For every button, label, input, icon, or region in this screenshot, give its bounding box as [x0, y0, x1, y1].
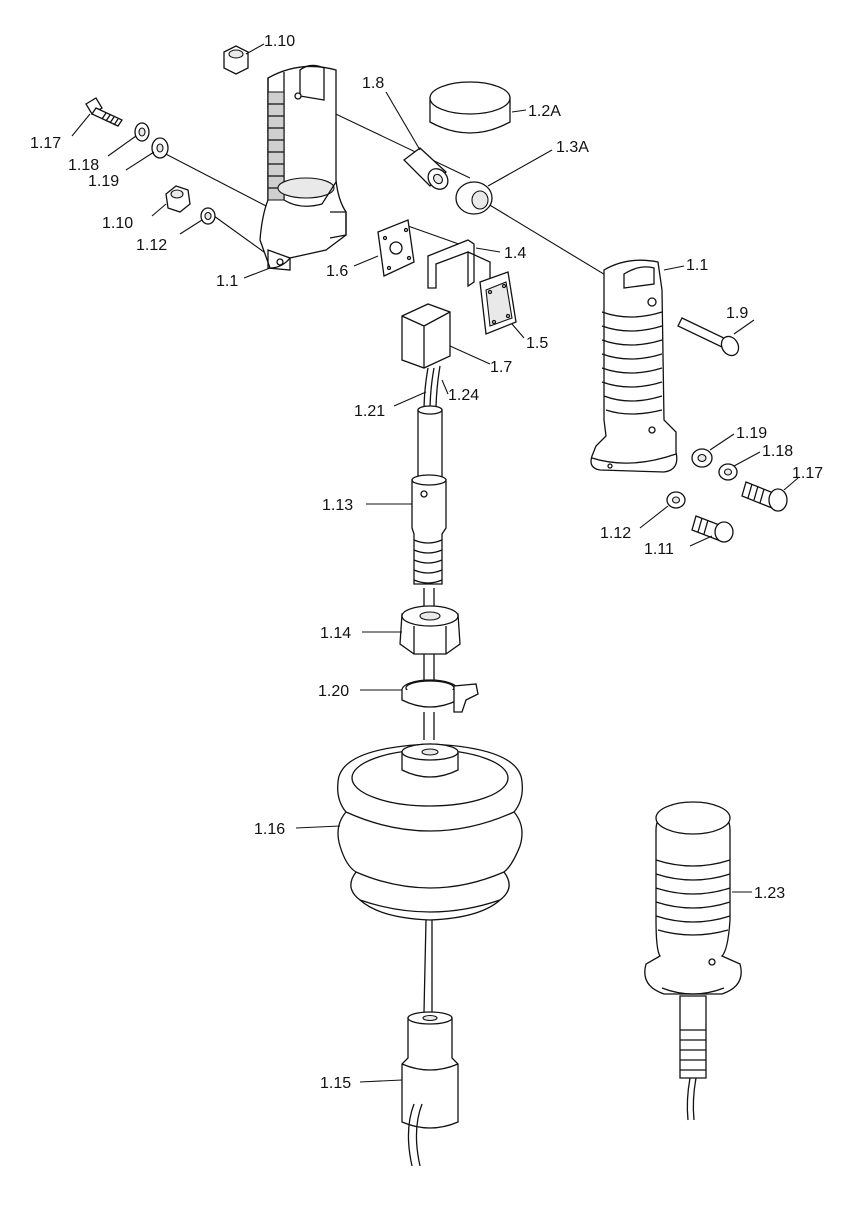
- part-handle-complete: [644, 801, 742, 1121]
- label-1-10-b: 1.10: [102, 215, 133, 232]
- part-threaded-sleeve: [411, 474, 447, 610]
- label-1-13: 1.13: [322, 497, 353, 514]
- label-1-14: 1.14: [320, 625, 351, 642]
- label-1-1: 1.1: [216, 273, 238, 290]
- part-bolt: [677, 317, 740, 357]
- label-1-7: 1.7: [490, 359, 512, 376]
- part-clamp: [401, 679, 479, 740]
- label-1-9: 1.9: [726, 305, 748, 322]
- label-1-11: 1.11: [644, 541, 674, 558]
- label-1-6: 1.6: [326, 263, 348, 280]
- leader-lines: [71, 43, 799, 1083]
- part-plate: [377, 219, 415, 277]
- part-screw-left: [85, 97, 123, 127]
- part-labels: 1.10 1.8 1.2A 1.17 1.18 1.19 1.3A 1.10 1…: [30, 33, 823, 1092]
- part-hex-nut: [399, 605, 461, 680]
- label-1-3A: 1.3A: [556, 139, 589, 156]
- label-1-15: 1.15: [320, 1075, 351, 1092]
- part-nut-top: [223, 45, 249, 75]
- label-1-4: 1.4: [504, 245, 526, 262]
- label-1-16: 1.16: [254, 821, 285, 838]
- part-end-sleeve: [401, 1011, 459, 1167]
- part-cap: [429, 81, 511, 134]
- label-1-24: 1.24: [448, 387, 479, 404]
- label-1-20: 1.20: [318, 683, 349, 700]
- part-washers-right: [666, 448, 788, 543]
- part-ring: [455, 181, 493, 215]
- label-1-21: 1.21: [354, 403, 385, 420]
- label-1-1-b: 1.1: [686, 257, 708, 274]
- part-nut-left: [165, 185, 216, 225]
- part-wires: [417, 365, 443, 481]
- label-1-2A: 1.2A: [528, 103, 561, 120]
- label-1-18: 1.18: [68, 157, 99, 174]
- part-handle-right: [590, 259, 678, 473]
- label-1-10: 1.10: [264, 33, 295, 50]
- part-sleeve: [403, 147, 449, 190]
- label-1-5: 1.5: [526, 335, 548, 352]
- label-1-12: 1.12: [136, 237, 167, 254]
- label-1-19: 1.19: [88, 173, 119, 190]
- label-1-17-b: 1.17: [792, 465, 823, 482]
- label-1-8: 1.8: [362, 75, 384, 92]
- label-1-19-b: 1.19: [736, 425, 767, 442]
- part-plate-right: [479, 271, 517, 335]
- label-1-12-b: 1.12: [600, 525, 631, 542]
- label-1-18-b: 1.18: [762, 443, 793, 460]
- label-1-17: 1.17: [30, 135, 61, 152]
- label-1-23: 1.23: [754, 885, 785, 902]
- assembly-guide-lines: [157, 95, 651, 303]
- part-handle-cutaway: [259, 64, 347, 271]
- part-bellows: [337, 743, 523, 1013]
- part-sensor: [401, 303, 451, 369]
- part-washers-left: [134, 122, 169, 159]
